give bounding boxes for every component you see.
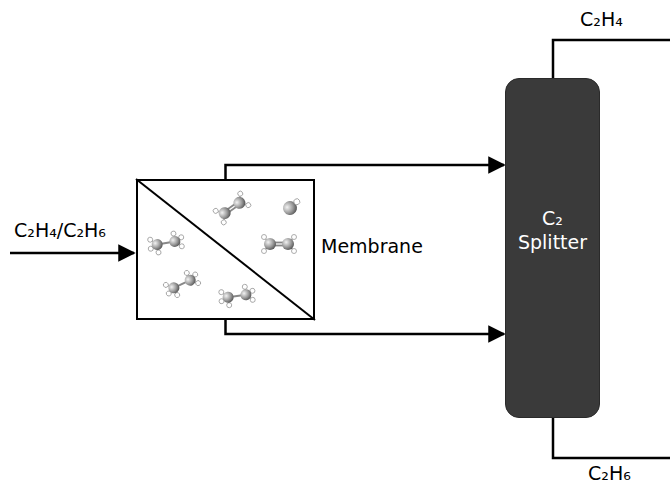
product-label: C₂H₆ xyxy=(588,462,631,484)
membrane-diagonal xyxy=(136,179,315,320)
membrane-box: Membrane xyxy=(136,179,315,320)
splitter-column: C₂ Splitter xyxy=(505,78,600,418)
ethane-molecule xyxy=(161,267,203,302)
ethylene-outlet xyxy=(553,40,670,78)
unit-name: C₂ Splitter xyxy=(512,207,593,255)
ethylene-molecule xyxy=(212,190,252,226)
ethane-molecule xyxy=(217,283,257,309)
ethane-molecule xyxy=(146,229,186,256)
hydrogen-molecule xyxy=(280,196,303,218)
unit-label: Membrane xyxy=(321,235,423,259)
ethane-outlet xyxy=(553,418,670,458)
ethylene-molecule xyxy=(262,235,297,254)
flow-arrow xyxy=(226,320,505,334)
product-label: C₂H₄ xyxy=(580,8,623,30)
feed-arrow xyxy=(10,252,134,255)
feed-label: C₂H₄/C₂H₆ xyxy=(14,219,106,241)
flow-arrow xyxy=(226,165,505,179)
